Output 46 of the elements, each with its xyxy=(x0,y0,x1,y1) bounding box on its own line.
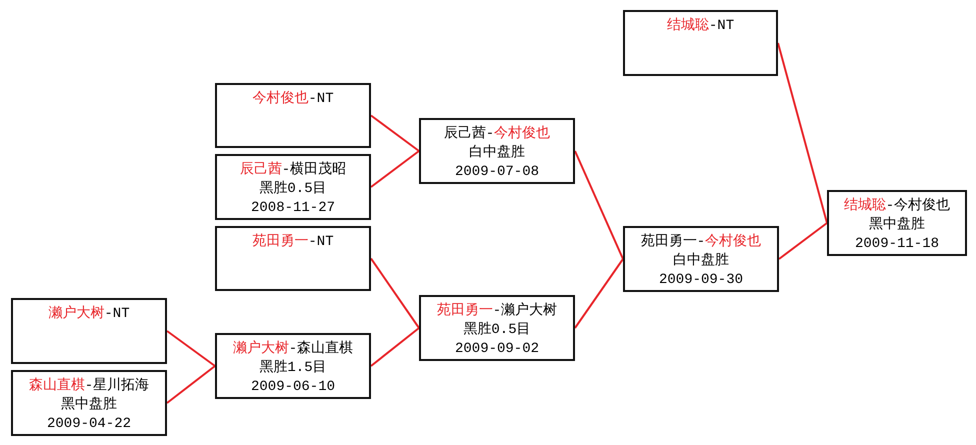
date-text: 2009-09-30 xyxy=(658,271,743,290)
result-text: 白中盘胜 xyxy=(469,144,525,163)
pairing-text: 濑户大树-森山直棋 xyxy=(232,340,354,359)
date-text: 2009-11-18 xyxy=(854,235,939,254)
bracket-line xyxy=(370,114,420,152)
pairing-text: 苑田勇一-今村俊也 xyxy=(640,233,762,252)
match-box xyxy=(215,154,371,220)
pairing-text: 苑田勇一-NT xyxy=(252,233,334,252)
match-box xyxy=(827,190,967,256)
result-text: 黑中盘胜 xyxy=(869,216,925,235)
pairing-text: 苑田勇一-濑户大树 xyxy=(436,302,558,321)
result-text: 黑胜0.5目 xyxy=(259,180,327,199)
bracket-line xyxy=(574,150,624,260)
bracket-line xyxy=(574,258,624,329)
bracket-line xyxy=(777,42,828,224)
bracket-line xyxy=(166,365,216,404)
bracket-line xyxy=(370,258,420,329)
result-text: 黑胜1.5目 xyxy=(259,359,327,378)
pairing-text: 辰己茜-横田茂昭 xyxy=(240,161,346,180)
bracket-line xyxy=(370,327,420,367)
result-text: 黑胜0.5目 xyxy=(463,321,531,340)
match-box xyxy=(11,298,167,364)
result-text: 白中盘胜 xyxy=(673,252,729,271)
result-text: 黑中盘胜 xyxy=(61,396,117,415)
bracket-line xyxy=(778,222,828,260)
pairing-text: 濑户大树-NT xyxy=(48,305,130,324)
match-box xyxy=(215,333,371,399)
match-box xyxy=(419,118,575,184)
date-text: 2009-04-22 xyxy=(46,415,131,434)
bracket-line xyxy=(370,150,420,188)
match-box xyxy=(215,83,371,148)
date-text: 2008-11-27 xyxy=(250,199,335,218)
match-box xyxy=(623,226,779,292)
pairing-text: 结城聡-NT xyxy=(666,17,734,36)
bracket-line xyxy=(166,330,216,367)
date-text: 2009-09-02 xyxy=(454,340,539,359)
pairing-text: 辰己茜-今村俊也 xyxy=(444,125,550,144)
pairing-text: 结城聡-今村俊也 xyxy=(844,197,950,216)
match-box xyxy=(419,295,575,361)
pairing-text: 今村俊也-NT xyxy=(252,90,334,109)
date-text: 2009-07-08 xyxy=(454,163,539,182)
match-box xyxy=(623,10,778,76)
match-box xyxy=(215,226,371,291)
pairing-text: 森山直棋-星川拓海 xyxy=(28,377,150,396)
date-text: 2009-06-10 xyxy=(250,378,335,397)
match-box xyxy=(11,370,167,436)
